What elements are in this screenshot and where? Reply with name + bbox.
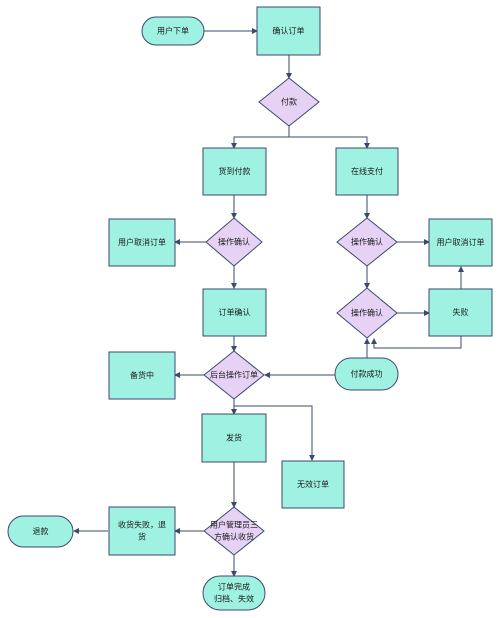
- node-user-order[interactable]: 用户下单: [141, 16, 205, 46]
- node-invalid-order-label: 无效订单: [297, 479, 329, 489]
- node-complete[interactable]: 订单完成 归档、失效: [202, 575, 266, 611]
- node-cancel-right[interactable]: 用户取消订单: [428, 218, 493, 267]
- edge-pay-to-online: [288, 125, 370, 149]
- node-cancel-right-label: 用户取消订单: [437, 237, 485, 247]
- node-pay-success[interactable]: 付款成功: [334, 357, 399, 391]
- node-receipt-fail[interactable]: 收货失败，退 货: [108, 506, 176, 556]
- node-pay-success-label: 付款成功: [351, 369, 383, 379]
- node-backend-op[interactable]: 后台操作订单: [203, 350, 265, 400]
- node-backend-op-label: 后台操作订单: [210, 370, 258, 380]
- edge-fail-to-opr2: [371, 336, 462, 349]
- node-confirm-order-label: 确认订单: [273, 26, 305, 36]
- edge-pay-to-cod: [231, 125, 290, 149]
- edge-backend-to-invalid: [233, 399, 315, 461]
- node-fail-label: 失败: [453, 307, 469, 317]
- node-refund[interactable]: 退款: [7, 515, 74, 548]
- node-payment[interactable]: 付款: [258, 77, 320, 127]
- node-ship[interactable]: 发货: [201, 413, 267, 463]
- node-refund-label: 退款: [33, 526, 49, 536]
- node-order-confirm-label: 订单确认: [219, 307, 251, 317]
- node-online-pay[interactable]: 在线支付: [335, 147, 399, 196]
- node-cod-label: 货到付款: [219, 166, 251, 176]
- node-receipt-fail-label-1: 收货失败，退: [118, 520, 166, 530]
- node-tri-confirm-label-1: 用户管理员三: [210, 520, 258, 530]
- node-user-order-label: 用户下单: [157, 26, 189, 36]
- node-cod[interactable]: 货到付款: [202, 147, 267, 196]
- node-cancel-left[interactable]: 用户取消订单: [108, 218, 176, 267]
- node-payment-label: 付款: [281, 97, 297, 107]
- node-tri-confirm-label-2: 方确认收货: [214, 532, 254, 542]
- edges: [73, 28, 464, 577]
- node-online-pay-label: 在线支付: [351, 166, 383, 176]
- node-stocking-label: 备货中: [130, 370, 154, 380]
- node-stocking[interactable]: 备货中: [108, 351, 176, 400]
- node-cancel-left-label: 用户取消订单: [118, 237, 166, 247]
- node-complete-label-1: 订单完成: [218, 582, 250, 592]
- node-op-confirm-right2-label: 操作确认: [351, 308, 383, 318]
- node-op-confirm-left-label: 操作确认: [218, 237, 250, 247]
- node-invalid-order[interactable]: 无效订单: [281, 460, 345, 509]
- node-order-confirm[interactable]: 订单确认: [202, 288, 267, 337]
- node-op-confirm-right2[interactable]: 操作确认: [336, 287, 398, 339]
- node-receipt-fail-label-2: 货: [138, 532, 146, 542]
- node-complete-label-2: 归档、失效: [214, 594, 254, 604]
- node-op-confirm-right-label: 操作确认: [351, 237, 383, 247]
- node-tri-confirm[interactable]: 用户管理员三 方确认收货: [203, 506, 265, 556]
- node-fail[interactable]: 失败: [428, 288, 493, 337]
- node-confirm-order[interactable]: 确认订单: [256, 6, 321, 56]
- node-op-confirm-left[interactable]: 操作确认: [205, 217, 263, 267]
- node-op-confirm-right[interactable]: 操作确认: [336, 217, 398, 267]
- node-ship-label: 发货: [226, 433, 242, 443]
